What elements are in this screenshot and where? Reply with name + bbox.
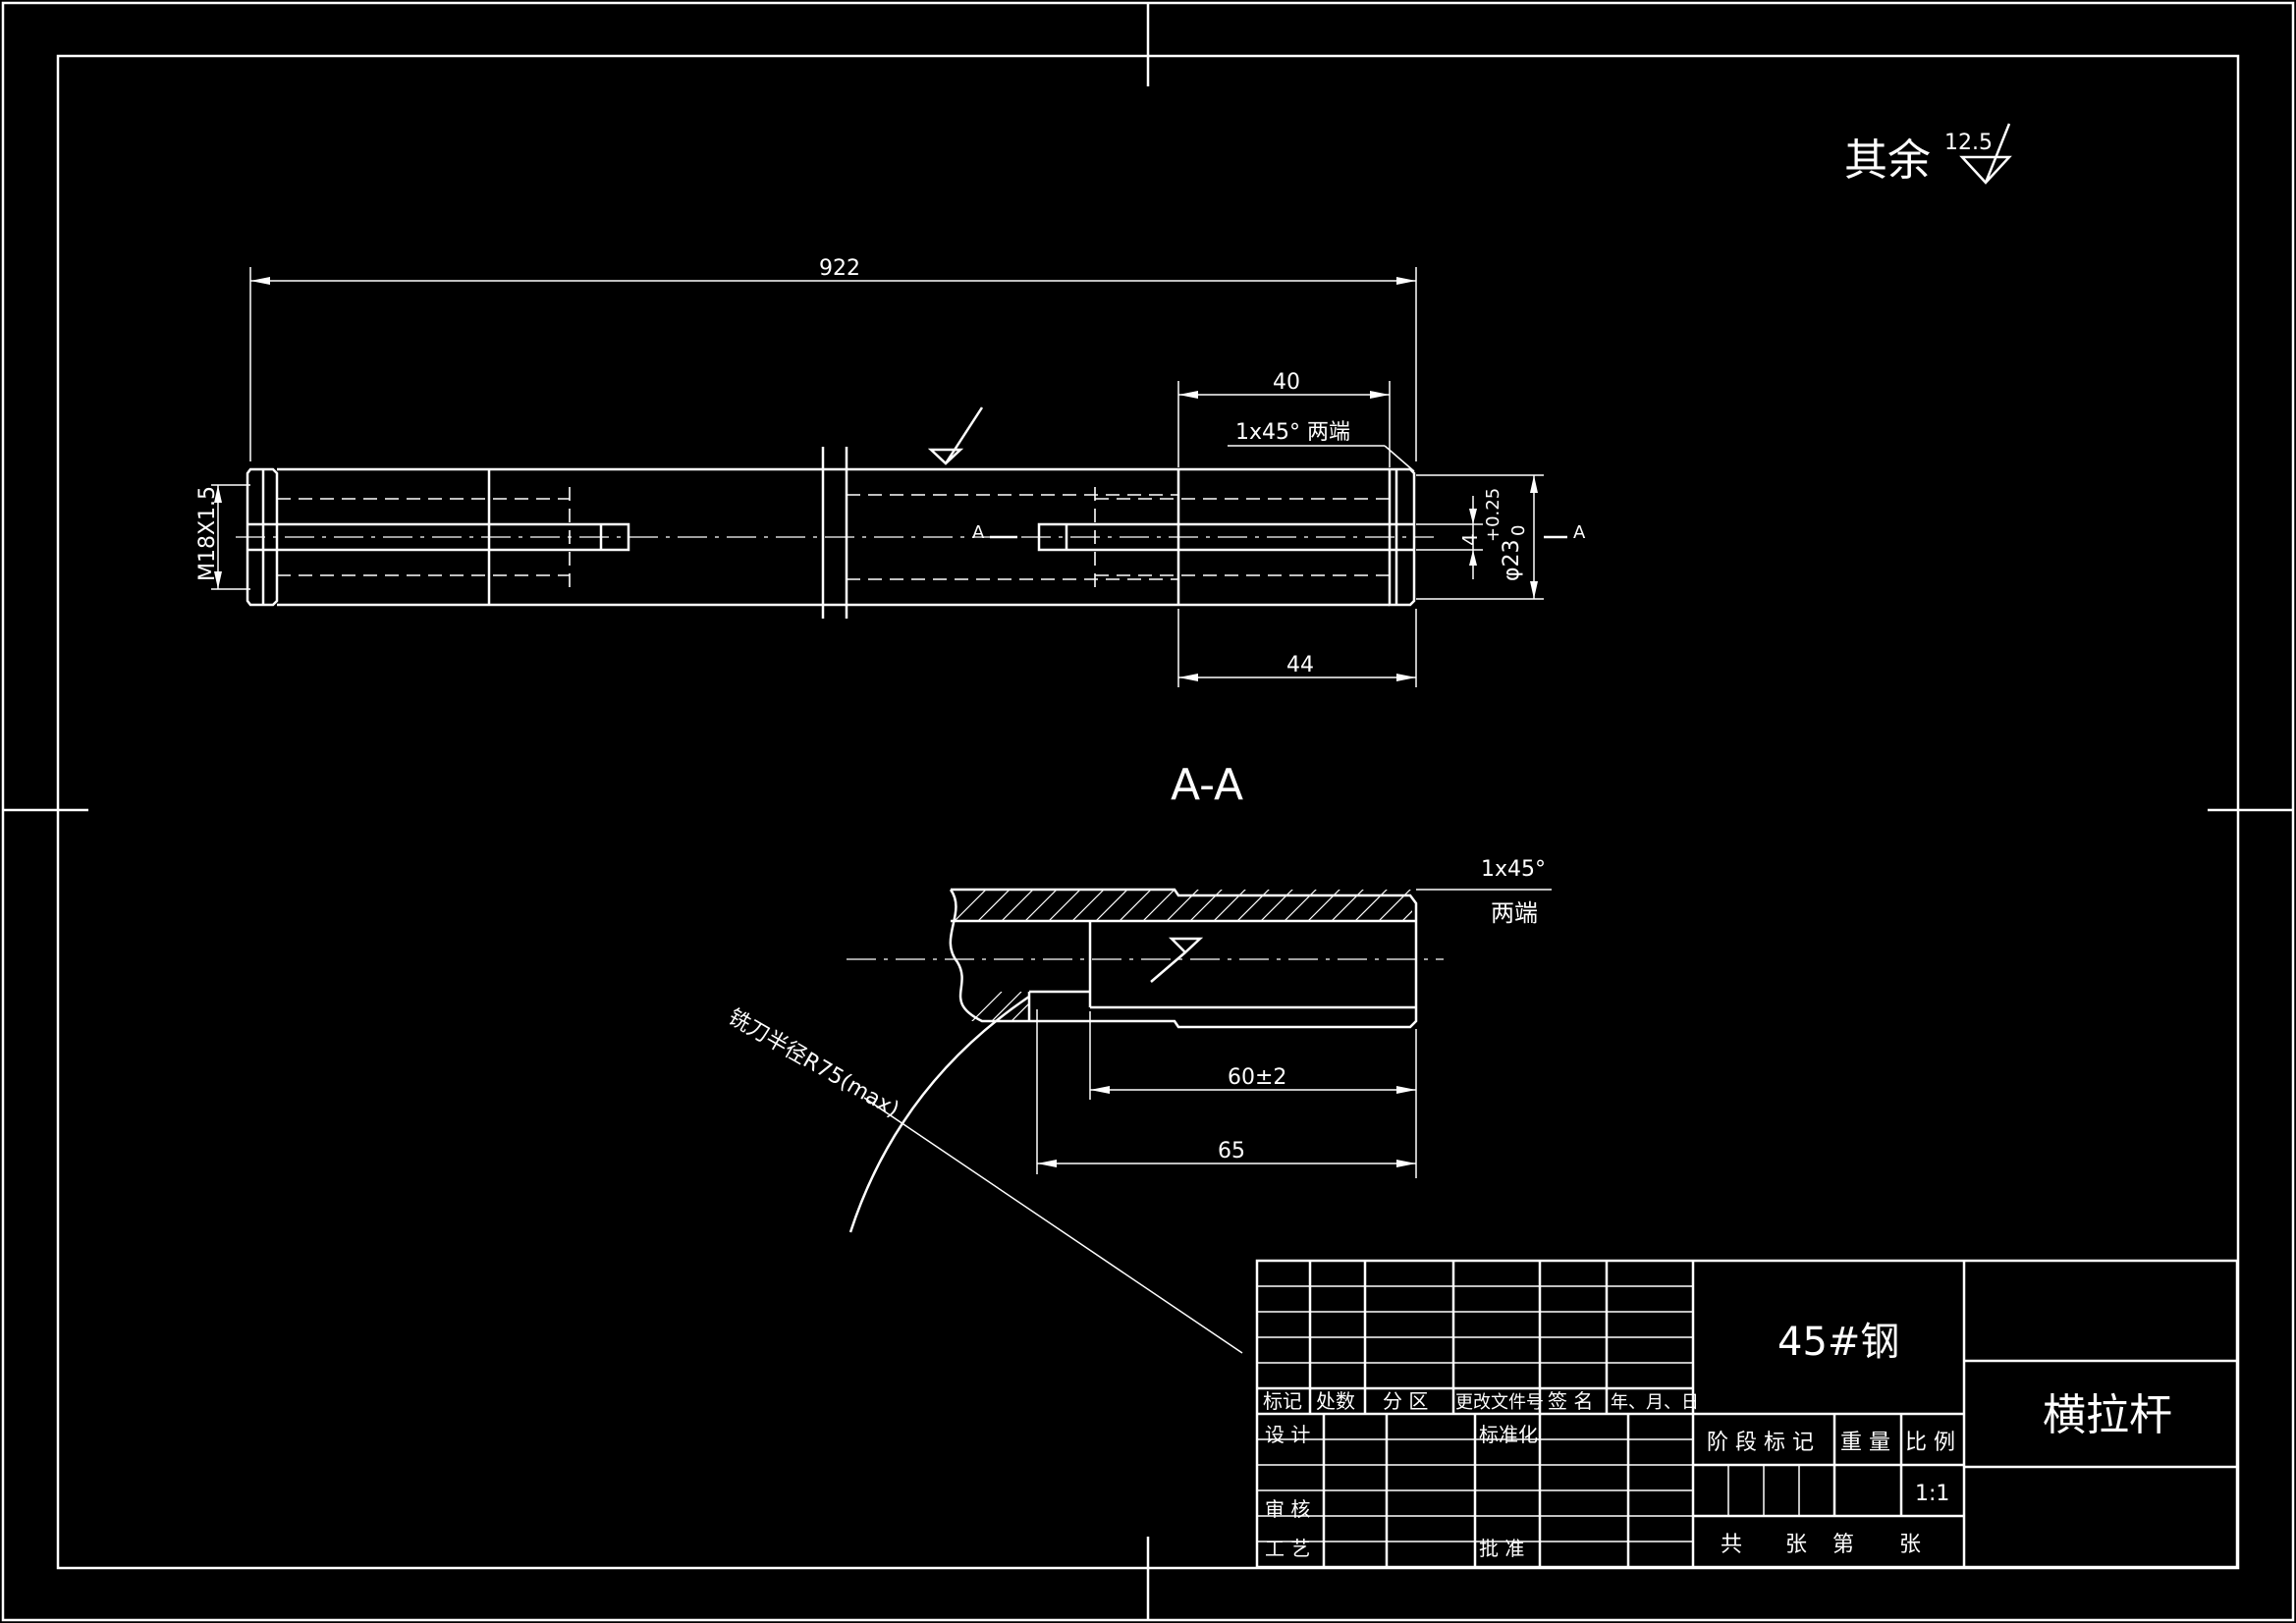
svg-text:M18X1.5: M18X1.5 [195, 486, 220, 581]
dim-thread: M18X1.5 [195, 484, 250, 590]
row-check: 审 核 [1265, 1497, 1310, 1521]
sheet-nth-label: 第 [1832, 1533, 1854, 1557]
section-mark-right: A [1573, 522, 1586, 543]
dim-total-length: 922 [249, 256, 1417, 461]
rev-header-doc: 更改文件号 [1455, 1392, 1544, 1413]
section-mark-left: A [972, 522, 985, 543]
title-block [1255, 1259, 2239, 1569]
svg-text:+0.25: +0.25 [1483, 488, 1503, 542]
dim-slot-diameter: 4 φ23 +0.25 0 [1416, 474, 1544, 600]
chamfer-note: 1x45° 两端 [1235, 420, 1350, 445]
scale-value: 1:1 [1915, 1482, 1949, 1506]
weight-label: 重 量 [1840, 1431, 1890, 1455]
rev-header-count: 处数 [1316, 1389, 1355, 1413]
section-chamfer: 1x45° [1481, 857, 1546, 882]
drawing-border [56, 54, 2240, 1570]
section-title: A-A [1171, 760, 1243, 810]
row-process: 工 艺 [1265, 1537, 1310, 1560]
roughness-symbol-icon [1959, 123, 2012, 185]
sheet-unit-2: 张 [1899, 1533, 1921, 1557]
row-approve: 批 准 [1479, 1537, 1524, 1560]
svg-text:60±2: 60±2 [1228, 1065, 1286, 1090]
section-roughness-icon [1150, 937, 1204, 983]
rev-header-mark: 标记 [1263, 1389, 1302, 1413]
svg-text:φ23: φ23 [1500, 539, 1524, 581]
row-design: 设 计 [1265, 1423, 1310, 1446]
cutter-leader [863, 1097, 1243, 1354]
scale-label: 比 例 [1905, 1431, 1955, 1455]
section-view [847, 888, 1444, 1233]
rev-header-date: 年、月、日 [1611, 1392, 1699, 1413]
dim-bore-length: 44 [1177, 609, 1417, 687]
dim-overall: 65 [1036, 1009, 1416, 1174]
svg-text:0: 0 [1508, 525, 1529, 536]
sheet-unit-1: 张 [1785, 1533, 1807, 1557]
rev-header-zone: 分 区 [1383, 1389, 1428, 1413]
surface-note-value: 12.5 [1944, 131, 1993, 155]
svg-text:4: 4 [1458, 533, 1482, 546]
svg-text:922: 922 [819, 256, 860, 281]
surface-note-label: 其余 [1844, 135, 1931, 186]
material: 45#钢 [1777, 1320, 1899, 1365]
section-chamfer-note: 两端 [1491, 899, 1538, 927]
dim-end-length: 40 [1177, 370, 1391, 467]
svg-text:44: 44 [1286, 653, 1314, 677]
svg-text:40: 40 [1273, 370, 1300, 395]
dim-slot-depth: 60±2 [1089, 1011, 1417, 1178]
roughness-mark-icon [927, 406, 984, 465]
rev-header-sign: 签 名 [1548, 1389, 1593, 1413]
main-view [236, 447, 1434, 619]
part-name: 横拉杆 [2043, 1390, 2172, 1440]
stage-label: 阶 段 标 记 [1707, 1431, 1814, 1455]
row-std: 标准化 [1479, 1423, 1538, 1446]
svg-text:65: 65 [1218, 1139, 1245, 1163]
sheet-total-label: 共 [1721, 1533, 1742, 1557]
